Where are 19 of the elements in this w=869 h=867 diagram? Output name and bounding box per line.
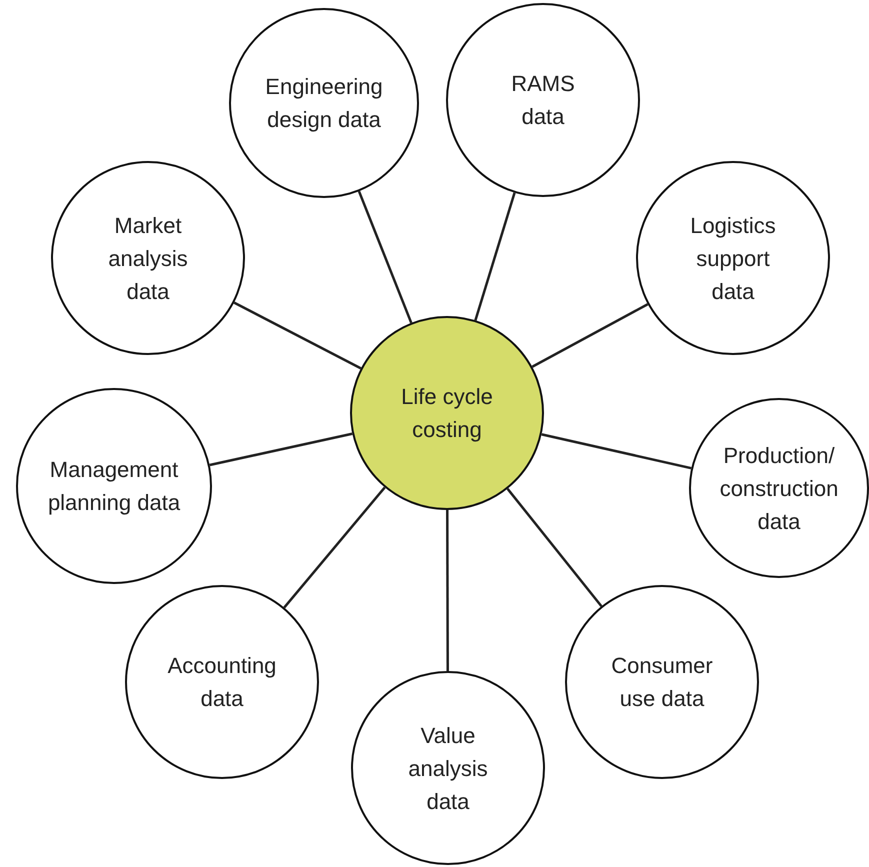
connector-line xyxy=(532,303,648,368)
connector-line xyxy=(446,510,449,671)
connector-line xyxy=(283,486,386,608)
circle-label: Consumer use data xyxy=(610,652,714,713)
connector-line xyxy=(234,302,362,370)
connector-line xyxy=(358,190,412,324)
connector-line xyxy=(209,432,353,466)
circle-label: Life cycle costing xyxy=(400,383,494,444)
connector-line xyxy=(474,192,516,321)
circle-label: Production/ construction data xyxy=(718,442,840,536)
connector-line xyxy=(506,488,602,607)
circle-label: RAMS data xyxy=(510,70,576,131)
circle-label: Market analysis data xyxy=(107,212,189,306)
circle-label: Value analysis data xyxy=(407,722,489,816)
circle-label: Logistics support data xyxy=(689,212,777,306)
circle-label: Accounting data xyxy=(166,652,278,713)
circle-label: Engineering design data xyxy=(264,73,384,134)
connector-line xyxy=(541,433,692,470)
circle-label: Management planning data xyxy=(46,456,182,517)
